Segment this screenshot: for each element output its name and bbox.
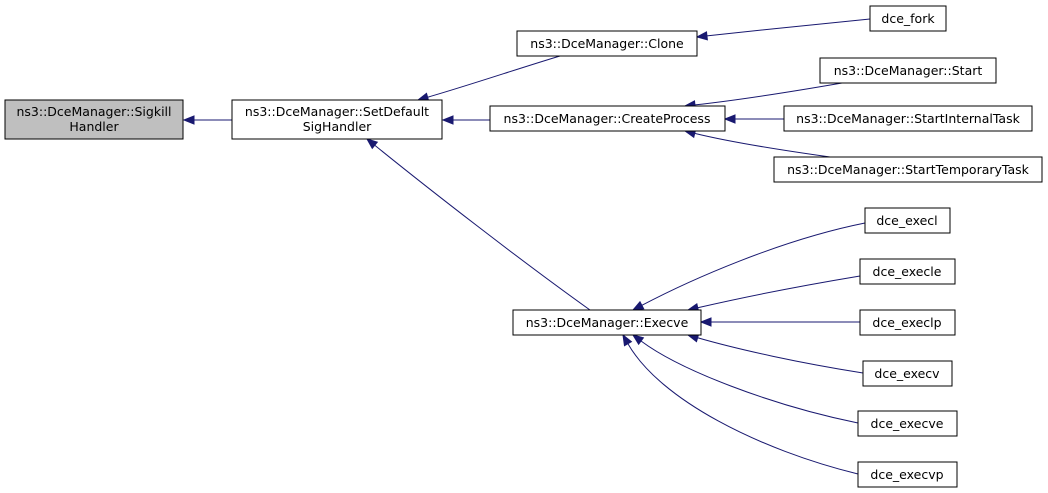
node-sigkill-handler-line1: ns3::DceManager::Sigkill (17, 104, 172, 119)
node-dce-execl-label: dce_execl (876, 213, 937, 228)
arrow-head-icon (695, 31, 708, 41)
edge-startinternal-to-createprocess (723, 114, 785, 124)
edge-clone-to-setdefault (416, 55, 561, 102)
edge-line (374, 144, 591, 311)
edge-dce_execl-to-execve (631, 222, 866, 311)
node-dce-execvp-label: dce_execvp (870, 467, 943, 482)
arrow-head-icon (365, 138, 379, 150)
edge-dce_execle-to-execve (686, 275, 861, 313)
edge-setdefault-to-sigkill (182, 115, 232, 125)
node-dce-fork-label: dce_fork (881, 11, 935, 26)
arrow-head-icon (631, 334, 645, 346)
arrow-head-icon (441, 115, 454, 125)
edge-line (706, 18, 871, 37)
edge-line (627, 343, 859, 475)
edge-dce_execvp-to-execve (622, 333, 859, 475)
node-start[interactable]: ns3::DceManager::Start (819, 57, 997, 84)
node-dce-execv[interactable]: dce_execv (862, 360, 953, 387)
node-dce-execlp-label: dce_execlp (872, 315, 941, 330)
edge-line (640, 340, 859, 424)
node-clone-label: ns3::DceManager::Clone (530, 36, 684, 51)
node-sigkill-handler[interactable]: ns3::DceManager::Sigkill Handler (4, 99, 184, 140)
node-start-temporary-task-label: ns3::DceManager::StartTemporaryTask (787, 162, 1030, 177)
edge-dce_execve-to-execve (631, 334, 859, 424)
node-dce-execlp[interactable]: dce_execlp (859, 309, 956, 336)
node-set-default-line1: ns3::DceManager::SetDefault (245, 104, 429, 119)
arrow-head-icon (631, 300, 645, 311)
node-execve-label: ns3::DceManager::Execve (526, 315, 689, 330)
node-dce-execle[interactable]: dce_execle (859, 258, 956, 285)
node-clone[interactable]: ns3::DceManager::Clone (516, 30, 698, 57)
edge-dce_execv-to-execve (686, 333, 864, 374)
node-dce-fork[interactable]: dce_fork (869, 5, 947, 32)
node-dce-execle-label: dce_execle (873, 264, 942, 279)
edge-createprocess-to-setdefault (441, 115, 490, 125)
node-start-temporary-task[interactable]: ns3::DceManager::StartTemporaryTask (773, 156, 1043, 183)
edge-start-to-createprocess (683, 82, 843, 110)
node-start-internal-task-label: ns3::DceManager::StartInternalTask (796, 111, 1020, 126)
arrow-head-icon (699, 317, 712, 327)
node-dce-execl[interactable]: dce_execl (864, 207, 951, 234)
node-set-default-sig-handler[interactable]: ns3::DceManager::SetDefault SigHandler (231, 99, 443, 140)
node-create-process-label: ns3::DceManager::CreateProcess (504, 111, 711, 126)
edge-line (697, 275, 861, 309)
node-sigkill-handler-line2: Handler (69, 119, 119, 134)
edges-layer (182, 18, 871, 475)
node-set-default-line2: SigHandler (303, 119, 372, 134)
node-create-process[interactable]: ns3::DceManager::CreateProcess (489, 105, 726, 132)
node-start-label: ns3::DceManager::Start (834, 63, 983, 78)
edge-starttemporary-to-createprocess (683, 128, 831, 158)
node-start-internal-task[interactable]: ns3::DceManager::StartInternalTask (783, 105, 1033, 132)
node-dce-execvp[interactable]: dce_execvp (857, 461, 958, 488)
edge-dce_fork-to-clone (695, 18, 871, 41)
node-execve[interactable]: ns3::DceManager::Execve (512, 309, 702, 336)
node-dce-execve-label: dce_execve (871, 416, 944, 431)
node-dce-execv-label: dce_execv (874, 366, 940, 381)
arrow-head-icon (622, 333, 633, 347)
edge-line (694, 132, 831, 158)
node-dce-execve[interactable]: dce_execve (857, 410, 958, 437)
arrow-head-icon (182, 115, 195, 125)
edge-line (641, 222, 866, 306)
edge-execve-to-setdefault (365, 138, 591, 311)
edge-line (697, 337, 864, 374)
arrow-head-icon (723, 114, 736, 124)
edge-line (694, 82, 843, 106)
edge-line (427, 55, 561, 98)
edge-dce_execlp-to-execve (699, 317, 860, 327)
